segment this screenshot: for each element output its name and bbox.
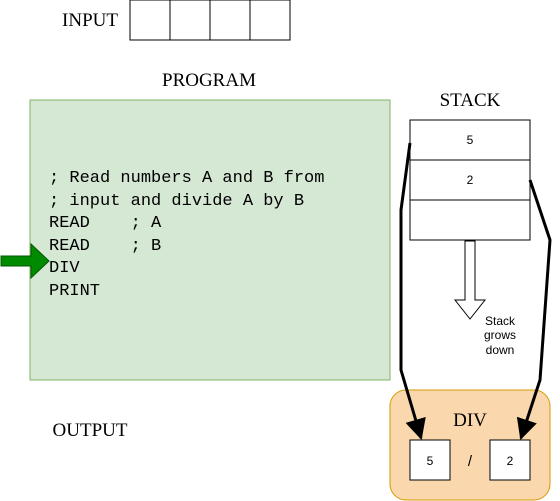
div-label: DIV — [453, 410, 487, 431]
stack-note-line: grows — [484, 328, 516, 342]
stack-second-to-right-operand-arrow — [516, 179, 552, 440]
program-label: PROGRAM — [162, 70, 256, 91]
stack-cell-value: 2 — [467, 173, 474, 187]
program-box — [29, 99, 391, 381]
stack: 5 2 — [409, 119, 531, 241]
input-label: INPUT — [62, 10, 118, 31]
code-line: PRINT — [49, 282, 100, 301]
stack-note: Stack grows down — [484, 314, 516, 357]
input-cell — [249, 0, 291, 41]
stack-note-line: Stack — [485, 314, 516, 328]
input-tape — [129, 0, 291, 41]
stack-cell — [409, 159, 531, 201]
div-left-operand-box — [409, 439, 451, 481]
div-right-operand-box — [489, 439, 531, 481]
code-line: ; Read numbers A and B from — [49, 169, 324, 188]
stack-grows-down-arrow-icon — [453, 240, 487, 320]
program-counter-arrow-icon — [0, 242, 50, 280]
stack-label: STACK — [440, 90, 501, 111]
stack-cell — [409, 119, 531, 161]
code-line: ; input and divide A by B — [49, 192, 304, 211]
code-line: DIV — [49, 259, 80, 278]
code-line: READ ; A — [49, 214, 162, 233]
program-code: ; Read numbers A and B from ; input and … — [49, 169, 324, 301]
input-cell — [129, 0, 171, 41]
code-line: READ ; B — [49, 237, 161, 256]
div-right-operand: 2 — [507, 454, 514, 468]
stack-cell — [409, 199, 531, 241]
input-cell — [169, 0, 211, 41]
div-left-operand: 5 — [427, 454, 434, 468]
stack-cell-value: 5 — [467, 133, 474, 147]
output-label: OUTPUT — [53, 420, 128, 441]
stack-top-to-left-operand-arrow — [399, 142, 426, 441]
div-operator: / — [468, 453, 473, 470]
stack-note-line: down — [486, 343, 515, 357]
input-cell — [209, 0, 251, 41]
